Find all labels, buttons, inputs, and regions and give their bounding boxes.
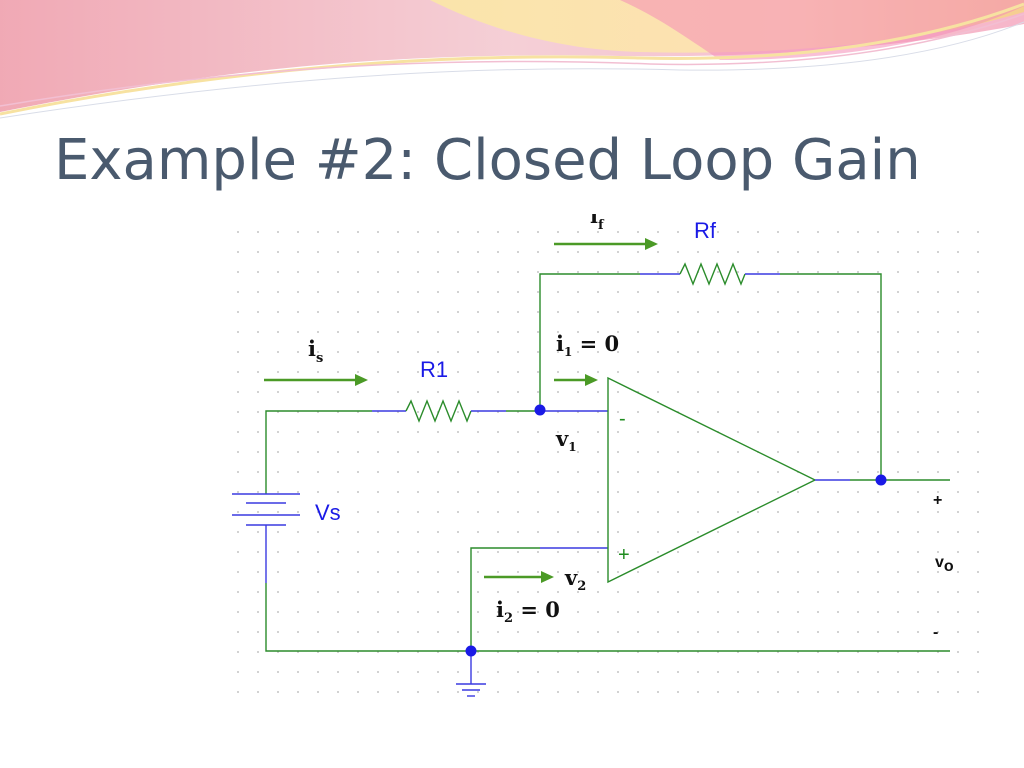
node-ground xyxy=(465,645,477,657)
label-resistor-r1: R1 xyxy=(420,357,448,382)
resistor-rf-symbol xyxy=(679,262,746,286)
label-current-is: is xyxy=(308,336,323,366)
label-opamp-minus: - xyxy=(619,408,626,430)
slide-title: Example #2: Closed Loop Gain xyxy=(54,128,921,193)
label-current-i1: i1 = 0 xyxy=(556,331,619,359)
label-output-plus: + xyxy=(933,492,942,509)
label-voltage-v2: v2 xyxy=(564,565,586,594)
arrow-if-head xyxy=(645,238,658,250)
input-wire xyxy=(265,410,372,494)
circuit-diagram: if is i1 = 0 i2 = 0 v1 v2 Rf R1 Vs - + + xyxy=(232,214,954,697)
decorative-banner xyxy=(0,0,1024,119)
label-output-minus: - xyxy=(933,624,938,641)
feedback-wire xyxy=(539,273,640,410)
ground-return-wire xyxy=(265,583,950,652)
circuit-panel: if is i1 = 0 i2 = 0 v1 v2 Rf R1 Vs - + + xyxy=(222,214,986,708)
label-current-i2: i2 = 0 xyxy=(496,597,560,626)
node-output xyxy=(875,474,887,486)
label-source-vs: Vs xyxy=(315,500,341,525)
arrow-i2-head xyxy=(541,571,554,583)
label-current-if: if xyxy=(590,214,605,233)
label-resistor-rf: Rf xyxy=(694,218,717,243)
label-output-vo: vo xyxy=(935,554,954,575)
label-opamp-plus: + xyxy=(618,544,630,566)
noninverting-input-wire xyxy=(470,547,540,651)
arrow-i1-head xyxy=(585,374,598,386)
opamp-triangle xyxy=(607,376,817,584)
arrow-is-head xyxy=(355,374,368,386)
resistor-r1-symbol xyxy=(405,399,472,423)
node-inverting-input xyxy=(534,404,546,416)
label-voltage-v1: v1 xyxy=(555,426,577,454)
feedback-wire-right xyxy=(780,273,882,480)
